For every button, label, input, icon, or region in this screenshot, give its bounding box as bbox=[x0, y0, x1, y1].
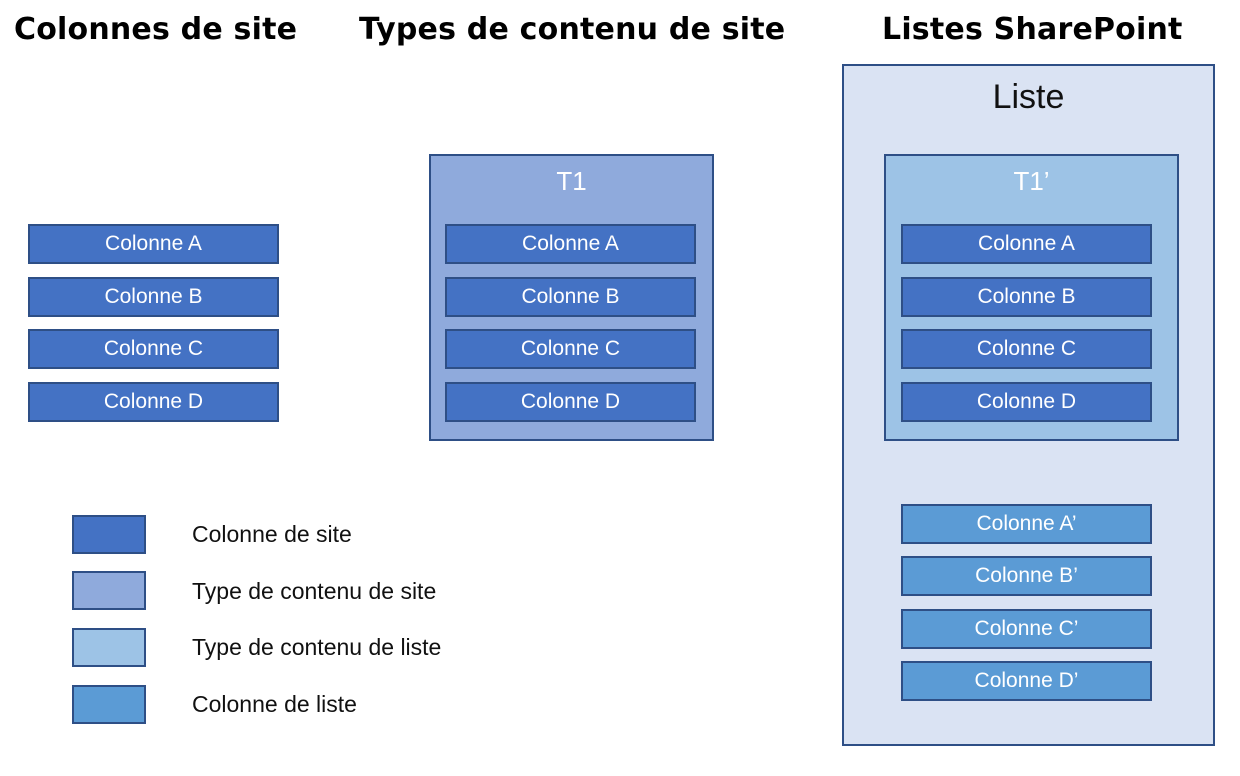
list-column-a-prime: Colonne A’ bbox=[901, 504, 1152, 544]
site-content-type-title: T1 bbox=[556, 166, 587, 196]
list-column-d-prime: Colonne D’ bbox=[901, 661, 1152, 701]
heading-sharepoint-lists: Listes SharePoint bbox=[882, 12, 1183, 47]
list-title: Liste bbox=[992, 78, 1065, 116]
list-ct-column-c: Colonne C bbox=[901, 329, 1152, 369]
ct-column-a: Colonne A bbox=[445, 224, 696, 264]
ct-column-b: Colonne B bbox=[445, 277, 696, 317]
heading-site-content-types: Types de contenu de site bbox=[359, 12, 786, 47]
site-column-b: Colonne B bbox=[28, 277, 279, 317]
list-column-b-prime: Colonne B’ bbox=[901, 556, 1152, 596]
list-content-type-title: T1’ bbox=[1013, 166, 1050, 196]
legend-label-list-column: Colonne de liste bbox=[192, 691, 357, 717]
list-ct-column-a: Colonne A bbox=[901, 224, 1152, 264]
legend-swatch-list-column bbox=[72, 685, 146, 724]
legend-swatch-site-content-type bbox=[72, 571, 146, 610]
ct-column-d: Colonne D bbox=[445, 382, 696, 422]
list-ct-column-d: Colonne D bbox=[901, 382, 1152, 422]
legend-label-site-content-type: Type de contenu de site bbox=[192, 578, 437, 604]
site-column-c: Colonne C bbox=[28, 329, 279, 369]
ct-column-c: Colonne C bbox=[445, 329, 696, 369]
site-column-d: Colonne D bbox=[28, 382, 279, 422]
legend-label-list-content-type: Type de contenu de liste bbox=[192, 634, 442, 660]
legend-swatch-site-column bbox=[72, 515, 146, 554]
legend-swatch-list-content-type bbox=[72, 628, 146, 667]
list-column-c-prime: Colonne C’ bbox=[901, 609, 1152, 649]
heading-site-columns: Colonnes de site bbox=[14, 12, 298, 47]
list-ct-column-b: Colonne B bbox=[901, 277, 1152, 317]
legend-label-site-column: Colonne de site bbox=[192, 521, 352, 547]
site-column-a: Colonne A bbox=[28, 224, 279, 264]
